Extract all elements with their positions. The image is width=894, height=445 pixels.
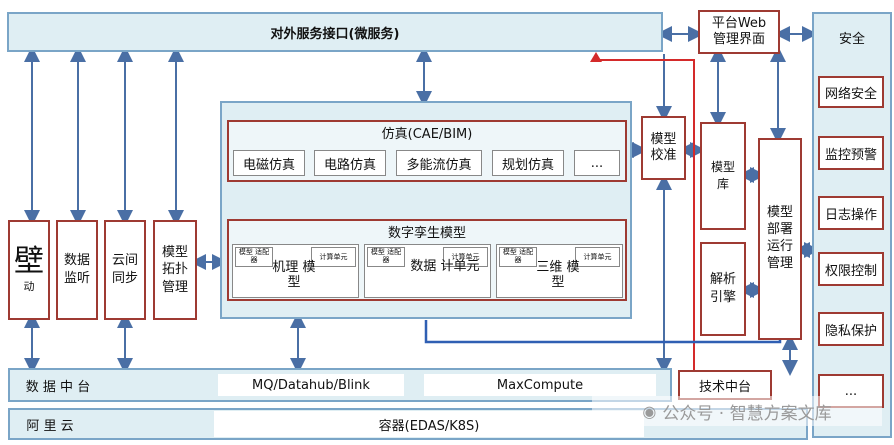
model-topology-box: 模型 拓扑 管理 [153, 220, 197, 320]
security-item-privacy: 隐私保护 [818, 312, 884, 346]
cloud-sync-box: 云间 同步 [104, 220, 146, 320]
external-service-api-label: 对外服务接口(微服务) [270, 26, 400, 42]
twin-group-mechanism-adapter: 模型 适配器 [235, 247, 273, 267]
parser-engine-box: 解析 引擎 [700, 242, 746, 336]
sim-item-multi-energy: 多能流仿真 [396, 150, 482, 176]
red-arrowhead [590, 52, 602, 62]
twin-group-mechanism-calc: 计算单元 [311, 247, 356, 267]
twin-group-mechanism-name: 机理 模型 [272, 260, 316, 290]
tech-platform-label: 技术中台 [698, 379, 751, 395]
twin-group-data-name: 数据 计单元 [410, 258, 480, 274]
data-platform-mq: MQ/Datahub/Blink [218, 374, 404, 396]
security-title: 安全 [838, 31, 865, 47]
twin-group-3d-adapter: 模型 适配器 [499, 247, 537, 267]
watermark: ◉ 公众号 · 智慧方案文库 [592, 396, 882, 426]
sim-item-circuit: 电路仿真 [314, 150, 386, 176]
tech-platform-box: 技术中台 [678, 370, 772, 400]
twin-group-data-adapter: 模型 适配器 [367, 247, 405, 267]
model-topology-label: 模型 拓扑 管理 [161, 244, 188, 295]
data-platform-maxcompute: MaxCompute [424, 374, 656, 396]
model-deploy-run-box: 模型 部署 运行 管理 [758, 138, 802, 340]
platform-web-label: 平台Web 管理界面 [711, 15, 767, 47]
security-item-network: 网络安全 [818, 76, 884, 108]
security-item-monitor-alert: 监控预警 [818, 136, 884, 170]
wechat-icon: ◉ [642, 401, 657, 421]
model-library-box: 模型 库 [700, 122, 746, 230]
simulation-title: 仿真(CAE/BIM) [381, 126, 473, 142]
aliyun-label: 阿 里 云 [26, 418, 74, 434]
platform-web-management-box: 平台Web 管理界面 [698, 10, 780, 54]
sim-item-planning: 规划仿真 [492, 150, 564, 176]
data-driver-box: 壁 动 [8, 220, 50, 320]
data-monitor-label: 数据 监听 [63, 253, 90, 286]
security-item-permission: 权限控制 [818, 252, 884, 286]
model-calibration-box: 模型 校准 [641, 116, 686, 180]
data-driver-small-label: 动 [23, 279, 35, 293]
security-item-log-ops: 日志操作 [818, 196, 884, 230]
parser-engine-label: 解析 引擎 [709, 271, 736, 305]
data-platform-label: 数 据 中 台 [25, 379, 91, 395]
sim-item-more: ... [574, 150, 620, 176]
model-deploy-run-label: 模型 部署 运行 管理 [766, 205, 793, 271]
model-library-label: 模型 库 [710, 160, 735, 191]
twin-group-data-calc: 计算单元 [443, 247, 488, 267]
digital-twin-title: 数字孪生模型 [387, 225, 466, 241]
twin-group-3d-name: 三维 模型 [536, 260, 580, 290]
data-driver-big-glyph: 壁 [14, 244, 44, 280]
watermark-text: 公众号 · 智慧方案文库 [662, 403, 832, 424]
external-service-api-bar: 对外服务接口(微服务) [7, 12, 663, 52]
model-calibration-label: 模型 校准 [650, 132, 677, 163]
data-monitor-box: 数据 监听 [56, 220, 98, 320]
aliyun-container: 容器(EDAS/K8S) [214, 411, 644, 437]
twin-group-3d-calc: 计算单元 [575, 247, 620, 267]
cloud-sync-label: 云间 同步 [111, 253, 138, 286]
sim-item-electromagnetic: 电磁仿真 [233, 150, 305, 176]
